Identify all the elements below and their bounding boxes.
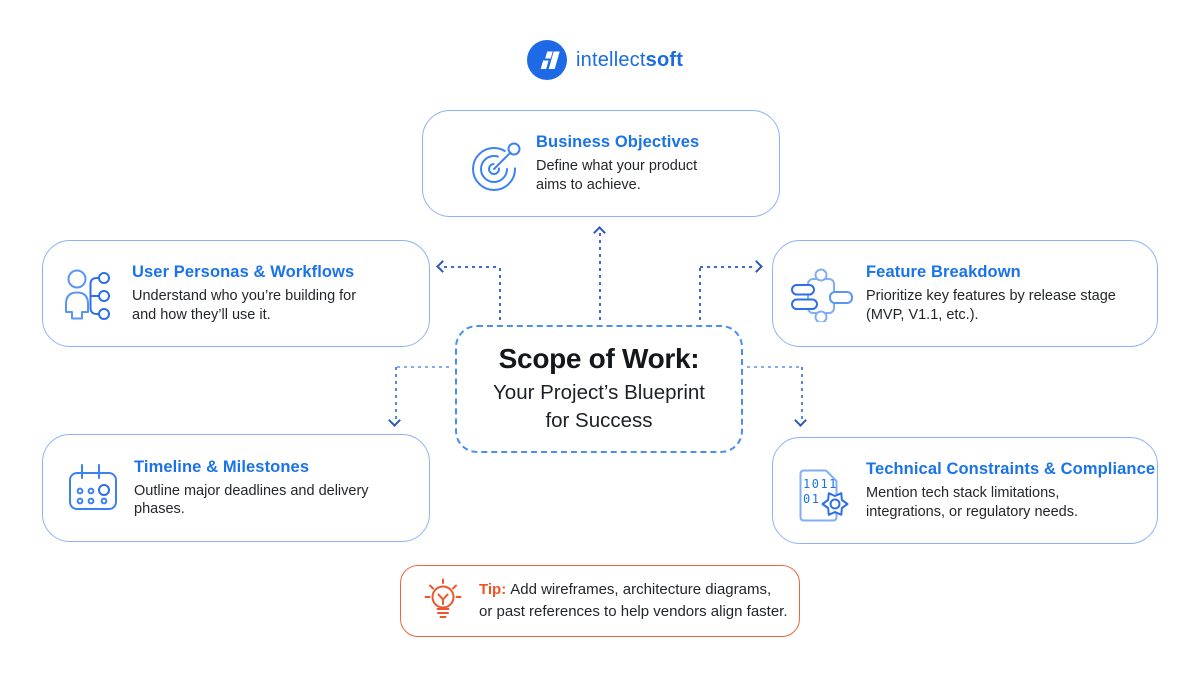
- arrow-left-icon: [436, 260, 449, 273]
- card-desc-line: Understand who you’re building for: [132, 288, 357, 305]
- brand-logo: intellectsoft: [527, 40, 683, 80]
- scope-title: Scope of Work:: [498, 343, 700, 375]
- modules-icon: [791, 266, 853, 322]
- card-feature-breakdown: Feature Breakdown Prioritize key feature…: [772, 240, 1158, 347]
- card-desc-line: phases.: [134, 501, 185, 517]
- card-user-personas-workflows: User Personas & Workflows Understand who…: [42, 240, 430, 347]
- card-business-objectives: Business Objectives Define what your pro…: [422, 110, 780, 217]
- tip-box: Tip:Add wireframes, architecture diagram…: [400, 565, 800, 637]
- connector-center-to-top: [599, 233, 601, 321]
- brand-name: intellectsoft: [576, 49, 683, 72]
- card-technical-constraints-compliance: 1011 01 Technical Constraints & Complian…: [772, 437, 1158, 544]
- card-title: Timeline & Milestones: [134, 457, 310, 476]
- card-desc-line: (MVP, V1.1, etc.).: [866, 306, 979, 323]
- card-desc-line: Outline major deadlines and delivery: [134, 482, 369, 499]
- binary-text-line2: 01: [803, 492, 820, 506]
- arrow-up-icon: [593, 226, 606, 239]
- card-desc-line: integrations, or regulatory needs.: [866, 503, 1078, 520]
- brand-name-regular: intellect: [576, 48, 646, 71]
- persona-workflow-icon: [63, 266, 119, 322]
- calendar-icon: [65, 460, 121, 516]
- card-desc-line: Define what your product: [536, 158, 698, 175]
- tip-text-line: Add wireframes, architecture diagrams,: [510, 581, 772, 599]
- arrow-right-icon: [750, 260, 763, 273]
- card-timeline-milestones: Timeline & Milestones Outline major dead…: [42, 434, 430, 542]
- card-desc-line: Prioritize key features by release stage: [866, 288, 1116, 305]
- connector-center-to-right-elbow: [699, 268, 701, 323]
- tip-label: Tip:: [479, 581, 507, 599]
- card-title: Feature Breakdown: [866, 263, 1021, 282]
- scope-subtitle-line: Your Project’s Blueprint: [493, 381, 705, 405]
- center-scope-box: Scope of Work: Your Project’s Blueprint …: [455, 325, 743, 453]
- brand-name-bold: soft: [645, 48, 684, 71]
- intellectsoft-logo-icon: [527, 40, 567, 80]
- card-title: Technical Constraints & Compliance: [866, 460, 1156, 479]
- binary-doc-gear-icon: 1011 01: [791, 460, 853, 522]
- connector-center-to-bottom-left: [397, 366, 453, 368]
- arrow-down-icon: [388, 414, 401, 427]
- connector-center-to-right: [700, 266, 756, 268]
- connector-center-to-bottom-left-elbow: [395, 367, 397, 419]
- tip-text-line: or past references to help vendors align…: [479, 603, 788, 620]
- connector-center-to-bottom-right-elbow: [801, 367, 803, 419]
- card-desc-line: and how they’ll use it.: [132, 306, 271, 323]
- card-desc-line: Mention tech stack limitations,: [866, 485, 1060, 502]
- connector-center-to-bottom-right: [747, 366, 803, 368]
- connector-center-to-left-elbow: [499, 268, 501, 323]
- connector-center-to-left: [444, 266, 500, 268]
- scope-subtitle-line: for Success: [545, 409, 653, 432]
- target-icon: [467, 136, 523, 192]
- card-desc-line: aims to achieve.: [536, 176, 641, 193]
- arrow-down-icon: [794, 414, 807, 427]
- card-title: Business Objectives: [536, 133, 700, 152]
- card-title: User Personas & Workflows: [132, 263, 355, 282]
- binary-text-line1: 1011: [803, 477, 838, 491]
- lightbulb-icon: [421, 577, 465, 625]
